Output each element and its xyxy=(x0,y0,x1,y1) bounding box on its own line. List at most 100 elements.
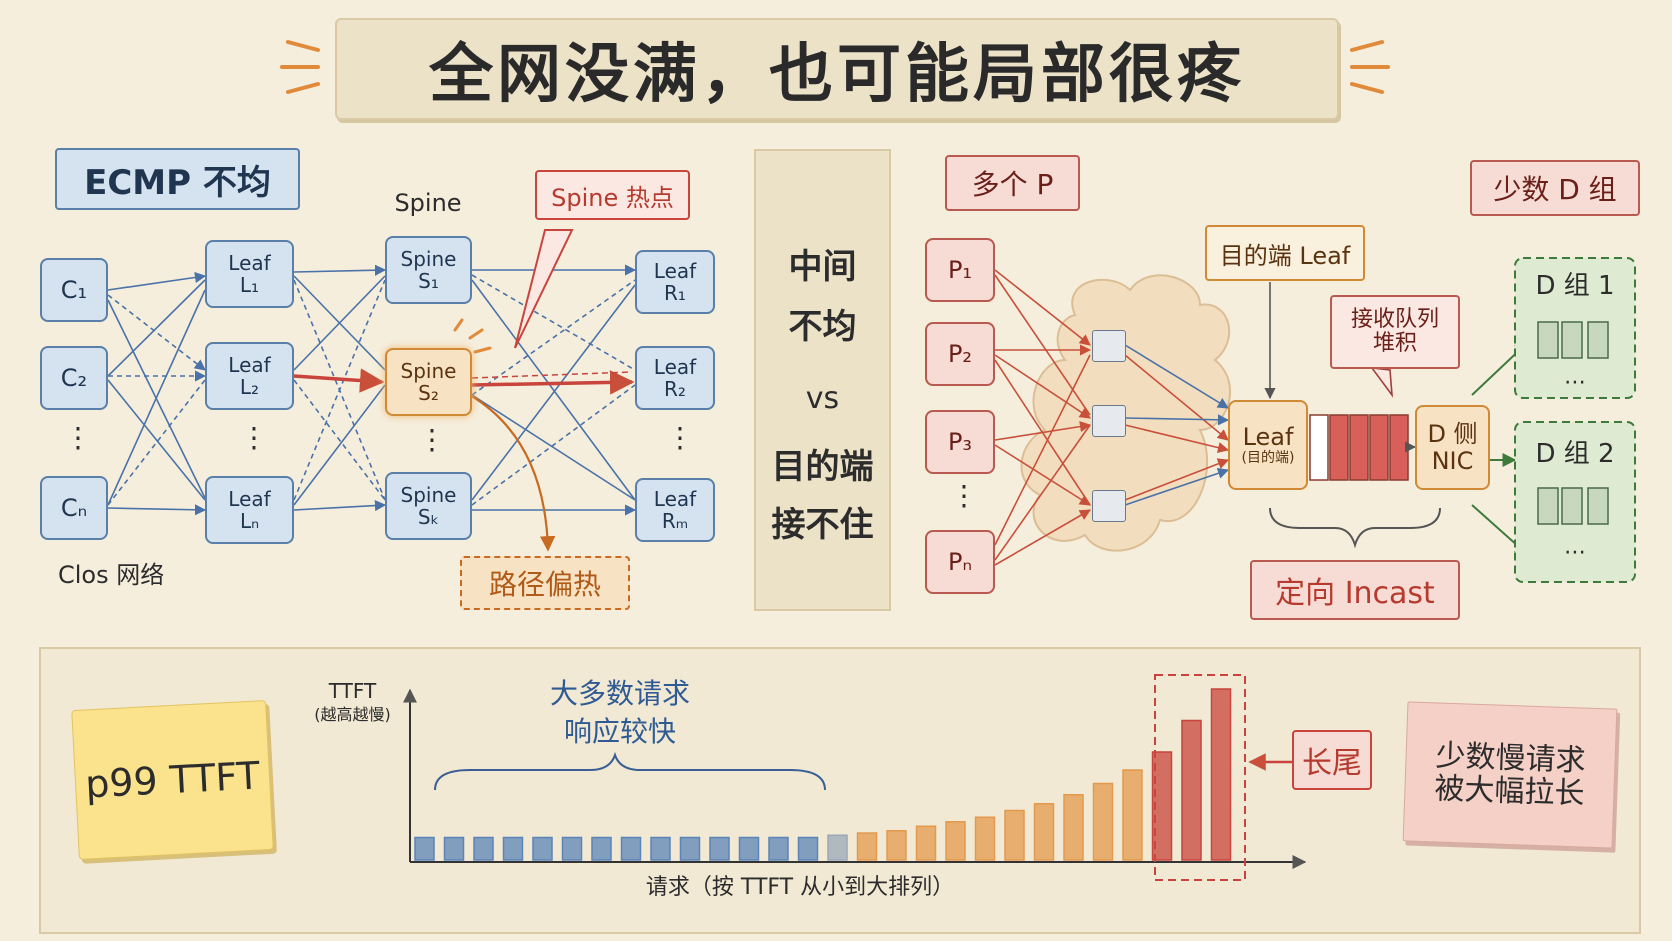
y-axis-label: TTFT xyxy=(328,679,377,703)
ttft-bar-17 xyxy=(886,830,907,861)
ecmp-tag: ECMP 不均 xyxy=(55,148,300,210)
slow-line2: 被大幅拉长 xyxy=(1433,771,1585,812)
nic-line2: NIC xyxy=(1431,446,1474,475)
middle-panel xyxy=(754,149,891,611)
source-p2: P₂ xyxy=(925,322,995,386)
spine-s1-bottom: S₁ xyxy=(418,269,439,293)
client-1-label: C₁ xyxy=(60,275,88,304)
switch-2 xyxy=(1092,405,1126,437)
path-hot-arrow xyxy=(469,394,556,552)
source-p3-label: P₃ xyxy=(947,427,973,456)
title-sparks xyxy=(280,40,1390,94)
hotspot-pointer xyxy=(514,229,574,349)
ttft-bar-22 xyxy=(1033,803,1055,861)
switch-1 xyxy=(1092,330,1126,362)
spine-hotspot-callout: Spine 热点 xyxy=(535,170,690,220)
y-axis-sublabel: (越高越慢) xyxy=(314,705,391,724)
queue-callout-line1: 接收队列 xyxy=(1350,306,1439,332)
d-group-2-ellipsis: ⋯ xyxy=(1564,540,1586,565)
leaf-r1-bottom: R₁ xyxy=(664,281,686,305)
dest-leaf-sub: (目的端) xyxy=(1241,449,1295,466)
ttft-bar-25 xyxy=(1122,769,1143,861)
source-p1-label: P₁ xyxy=(947,255,973,284)
leaf-r2-top: Leaf xyxy=(653,355,697,379)
x-axis-label: 请求（按 TTFT 从小到大排列） xyxy=(645,875,955,900)
spine-s2-top: Spine xyxy=(400,359,457,383)
targeted-incast-tag: 定向 Incast xyxy=(1250,560,1460,620)
leaf-left-ellipsis: ⋮ xyxy=(240,421,268,454)
ttft-bar-3 xyxy=(473,836,494,861)
d-group-1-ellipsis: ⋯ xyxy=(1564,370,1586,395)
clos-links xyxy=(107,264,637,516)
dest-leaf-switch: Leaf(目的端) xyxy=(1228,400,1308,490)
ttft-bar-5 xyxy=(532,836,553,861)
queue-buildup-callout: 接收队列堆积 xyxy=(1330,295,1460,369)
hot-path xyxy=(293,368,635,395)
middle-line2: 不均 xyxy=(788,307,857,347)
leaf-right-ellipsis: ⋮ xyxy=(666,421,694,454)
source-p2-label: P₂ xyxy=(947,339,973,368)
spine-s1-top: Spine xyxy=(400,247,457,271)
ttft-bar-19 xyxy=(945,821,966,861)
client-2: C₂ xyxy=(40,346,108,410)
leaf-ln-bottom: Lₙ xyxy=(239,509,260,533)
ttft-bar-23 xyxy=(1063,794,1084,861)
ttft-bar-16 xyxy=(856,832,878,861)
middle-line3: 目的端 xyxy=(771,447,874,487)
switch-3 xyxy=(1092,490,1126,522)
ttft-bar-24 xyxy=(1092,782,1114,861)
ttft-bar-18 xyxy=(915,825,937,861)
client-n-label: Cₙ xyxy=(60,493,88,522)
leaf-r1-top: Leaf xyxy=(653,259,697,283)
dest-leaf-tag: 目的端 Leaf xyxy=(1205,225,1365,281)
middle-vs: vs xyxy=(805,381,840,416)
ttft-bar-15 xyxy=(827,834,848,861)
ttft-bar-20 xyxy=(974,816,996,861)
d-group-1-label: D 组 1 xyxy=(1535,271,1615,301)
path-hot-tag: 路径偏热 xyxy=(460,556,630,610)
nic-line1: D 侧 xyxy=(1427,420,1478,449)
middle-line4: 接不住 xyxy=(771,505,874,545)
queue-callout-line2: 堆积 xyxy=(1372,331,1417,356)
ttft-bar-6 xyxy=(561,836,583,861)
slow-requests-note: 少数慢请求被大幅拉长 xyxy=(1402,701,1618,849)
ttft-bar-10 xyxy=(679,836,701,861)
leaf-l1-bottom: L₁ xyxy=(239,273,260,297)
ttft-bar-9 xyxy=(650,836,671,861)
server-icons xyxy=(1537,321,1609,525)
ttft-bar-11 xyxy=(709,836,730,861)
incast-brace xyxy=(1269,507,1441,549)
client-ellipsis: ⋮ xyxy=(64,421,92,454)
ttft-bar-12 xyxy=(738,836,760,861)
ttft-bar-4 xyxy=(502,836,524,861)
ttft-bar-26 xyxy=(1151,751,1173,861)
source-p1: P₁ xyxy=(925,238,995,302)
ttft-bar-7 xyxy=(591,836,612,861)
spine-hot-sparks xyxy=(453,318,492,354)
spine-sk-top: Spine xyxy=(400,483,457,507)
source-links xyxy=(994,269,1092,566)
ttft-bar-1 xyxy=(414,836,435,861)
middle-line1: 中间 xyxy=(788,247,857,287)
leaf-l2-top: Leaf xyxy=(228,353,271,377)
leaf-rm-bottom: Rₘ xyxy=(661,509,689,533)
page-title: 全网没满，也可能局部很疼 xyxy=(335,18,1339,120)
ttft-bars xyxy=(414,688,1232,861)
leaf-rm-top: Leaf xyxy=(653,487,697,511)
spine-header: Spine xyxy=(394,189,462,217)
switch-links xyxy=(1124,344,1230,506)
multiple-p-tag: 多个 P xyxy=(945,155,1080,211)
leaf-r2-bottom: R₂ xyxy=(664,377,686,401)
client-2-label: C₂ xyxy=(60,363,88,392)
ttft-bar-21 xyxy=(1004,809,1025,861)
source-p3: P₃ xyxy=(925,410,995,474)
ttft-bar-27 xyxy=(1181,719,1202,861)
fast-requests-line2: 响应较快 xyxy=(563,715,676,748)
ttft-bar-14 xyxy=(797,836,819,861)
